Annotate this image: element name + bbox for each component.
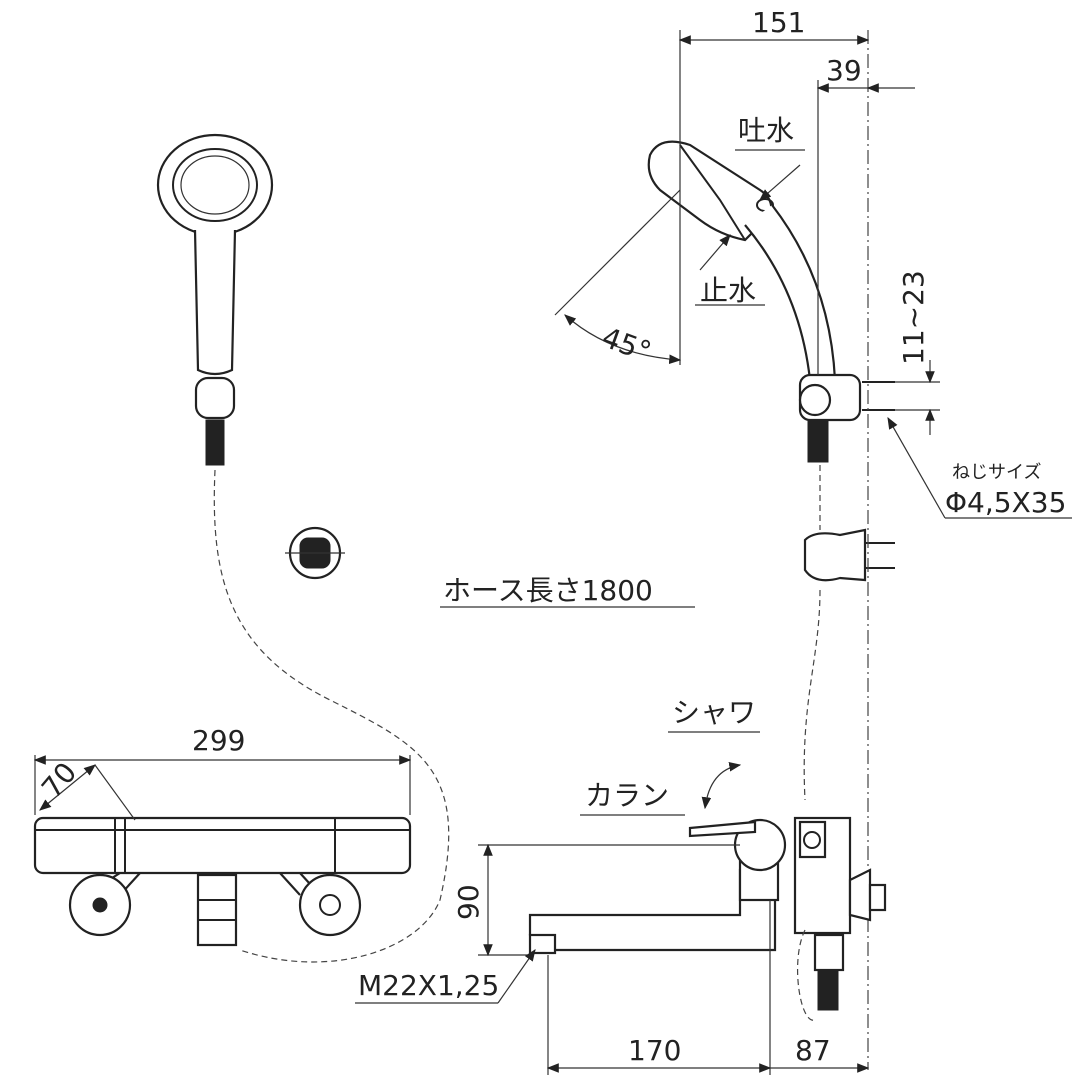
mixer-valve-side-view [528, 816, 887, 1011]
dim-45-degree: 45° [598, 321, 656, 369]
dim-299: 299 [192, 724, 245, 757]
label-thread-size: M22X1,25 [358, 969, 499, 1002]
label-stop-water: 止水 [700, 274, 756, 307]
hook-side-view [803, 528, 895, 582]
dim-39: 39 [826, 54, 862, 87]
dim-11-23: 11~23 [897, 270, 930, 365]
shower-head-side-view [647, 140, 895, 463]
dim-170: 170 [628, 1034, 681, 1067]
hose-path-left [213, 469, 450, 963]
dim-70: 70 [35, 756, 83, 805]
label-screw-size-title: ねじサイズ [952, 462, 1041, 483]
dim-90: 90 [452, 884, 485, 920]
shower-head-front-view [156, 133, 274, 466]
wall-hook [285, 526, 345, 580]
label-hose-length: ホース長さ1800 [443, 574, 653, 607]
hose-path-right [803, 465, 821, 801]
label-faucet: カラン [585, 779, 669, 812]
label-spout-water: 吐水 [738, 114, 794, 147]
hose-path-bottom [796, 929, 816, 1021]
dim-151: 151 [752, 6, 805, 39]
mixer-valve-top-view [33, 816, 412, 947]
dim-87: 87 [795, 1034, 831, 1067]
label-screw-size-value: Φ4,5X35 [945, 486, 1066, 519]
label-shower: シャワ [672, 696, 756, 729]
